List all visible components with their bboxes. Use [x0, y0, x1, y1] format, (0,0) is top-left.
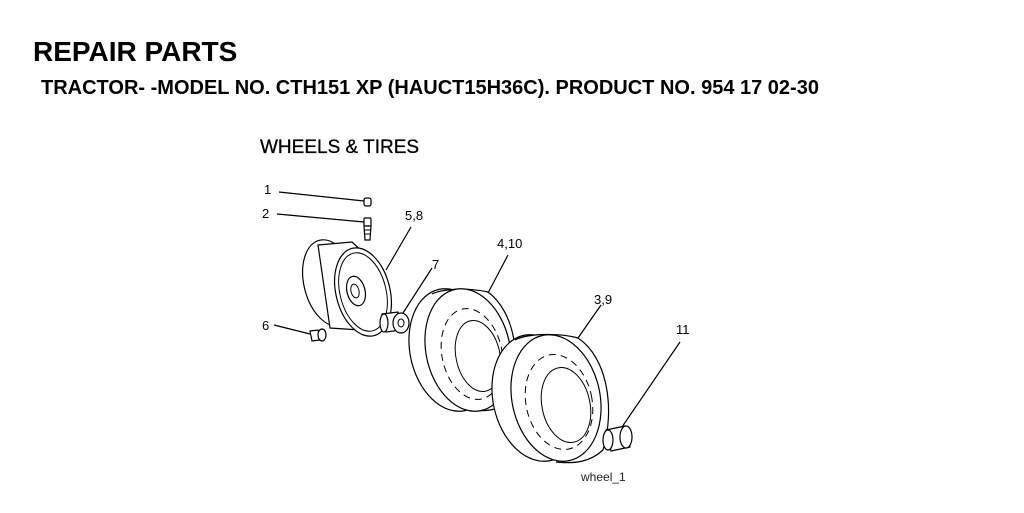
part-valve-cap — [278, 191, 372, 207]
page-title: REPAIR PARTS — [33, 36, 238, 67]
callout-4-10: 4,10 — [497, 236, 522, 251]
figure-caption: wheel_1 — [580, 470, 626, 484]
part-tire-rear — [491, 304, 610, 464]
section-title: WHEELS & TIRES — [260, 137, 420, 158]
callout-3-9: 3,9 — [594, 292, 612, 307]
part-hub-cap — [602, 341, 681, 452]
callout-6: 6 — [262, 318, 269, 333]
callout-1: 1 — [264, 182, 271, 197]
callout-5-8: 5,8 — [405, 208, 423, 223]
part-rim — [302, 226, 412, 337]
callout-7: 7 — [432, 257, 439, 272]
part-valve-stem — [276, 213, 372, 241]
callout-2: 2 — [262, 206, 269, 221]
model-subtitle: TRACTOR- -MODEL NO. CTH151 XP (HAUCT15H3… — [41, 77, 819, 99]
part-bushing — [379, 267, 433, 334]
part-bolt — [273, 324, 327, 342]
callout-11: 11 — [676, 322, 690, 337]
